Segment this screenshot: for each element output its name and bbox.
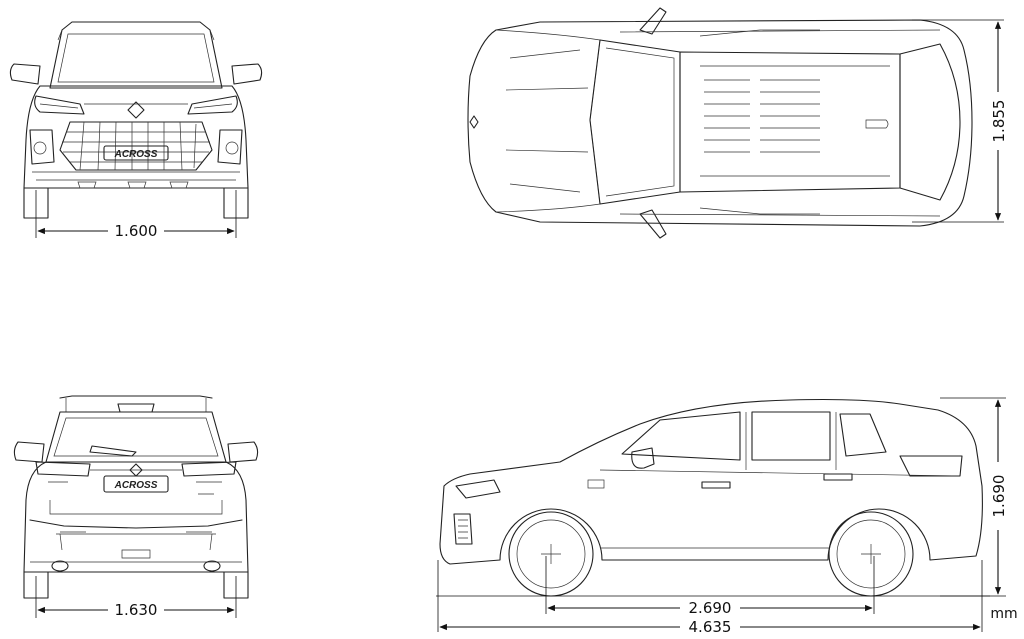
rear-track-label: 1.630 xyxy=(115,601,158,619)
rear-model-badge: ACROSS xyxy=(114,480,158,491)
front-model-badge: ACROSS xyxy=(114,149,158,160)
side-view xyxy=(439,398,983,597)
top-view xyxy=(467,7,973,239)
overall-height-label: 1.690 xyxy=(990,475,1008,518)
front-view: ACROSS xyxy=(9,21,263,219)
overall-width-label: 1.855 xyxy=(990,100,1008,143)
overall-length-label: 4.635 xyxy=(689,618,732,636)
front-track-label: 1.600 xyxy=(115,222,158,240)
rear-view: ACROSS xyxy=(13,395,259,599)
wheelbase-label: 2.690 xyxy=(689,599,732,617)
unit-label: mm xyxy=(990,606,1017,622)
dimension-lines xyxy=(35,19,1006,632)
